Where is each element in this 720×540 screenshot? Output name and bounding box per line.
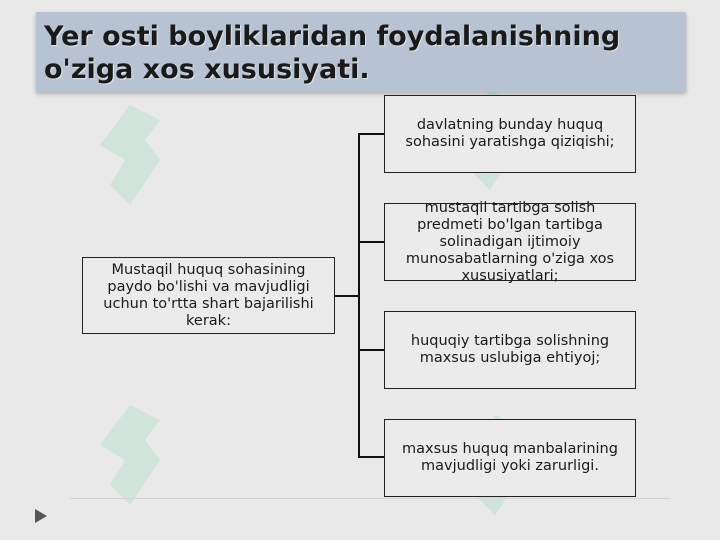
condition-text-1: davlatning bunday huquq sohasini yaratis… xyxy=(405,117,615,150)
condition-box-4: maxsus huquq manbalarining mavjudligi yo… xyxy=(384,419,636,497)
connector-branch-1 xyxy=(358,133,385,135)
condition-box-3: huquqiy tartibga solishning maxsus uslub… xyxy=(384,311,636,389)
condition-box-2: mustaqil tartibga solish predmeti bo'lga… xyxy=(384,200,636,284)
connector-branch-2 xyxy=(358,241,385,243)
footer-divider xyxy=(70,498,670,499)
watermark-logo-icon xyxy=(100,105,160,205)
connector-branch-3 xyxy=(358,349,385,351)
connector-branch-4 xyxy=(358,456,385,458)
title-bar: Yer osti boyliklaridan foydalanishning o… xyxy=(36,12,686,92)
play-triangle-icon[interactable] xyxy=(34,508,48,524)
connector-main-horizontal xyxy=(335,295,360,297)
slide-title: Yer osti boyliklaridan foydalanishning o… xyxy=(44,21,621,85)
condition-text-2: mustaqil tartibga solish predmeti bo'lga… xyxy=(405,199,615,284)
main-condition-box: Mustaqil huquq sohasining paydo bo'lishi… xyxy=(82,257,335,334)
condition-text-4: maxsus huquq manbalarining mavjudligi yo… xyxy=(402,441,618,474)
watermark-logo-icon xyxy=(100,405,160,505)
main-condition-text: Mustaqil huquq sohasining paydo bo'lishi… xyxy=(103,261,314,329)
condition-box-1: davlatning bunday huquq sohasini yaratis… xyxy=(384,95,636,173)
condition-text-3: huquqiy tartibga solishning maxsus uslub… xyxy=(410,333,610,366)
connector-trunk-vertical xyxy=(358,133,360,456)
